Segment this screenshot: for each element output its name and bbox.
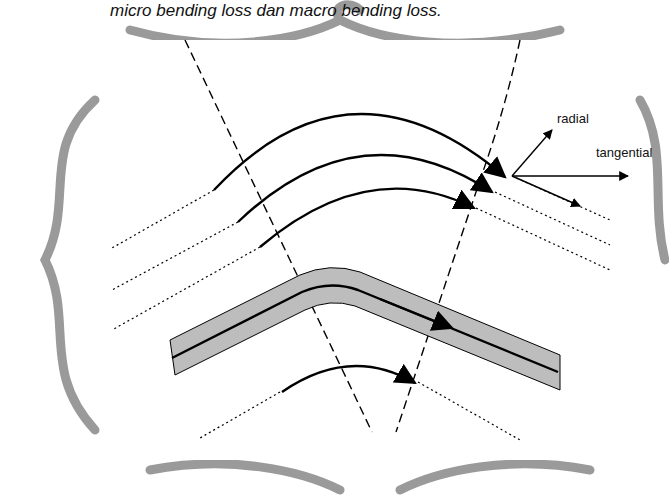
watermark-frame [45,5,665,490]
dotted-line [112,176,610,440]
vector-arrow [512,130,628,206]
vector-label: tangential [596,146,652,160]
diagram-ground [150,40,595,460]
wavefront-arrow [214,114,505,392]
fiber-core [172,285,558,372]
vector-label: radial [557,112,589,126]
fiber-cladding [170,268,560,390]
caption-fragment: micro bending loss dan macro bending los… [110,2,442,21]
sector-line [185,40,520,432]
core-arrow [380,299,452,328]
